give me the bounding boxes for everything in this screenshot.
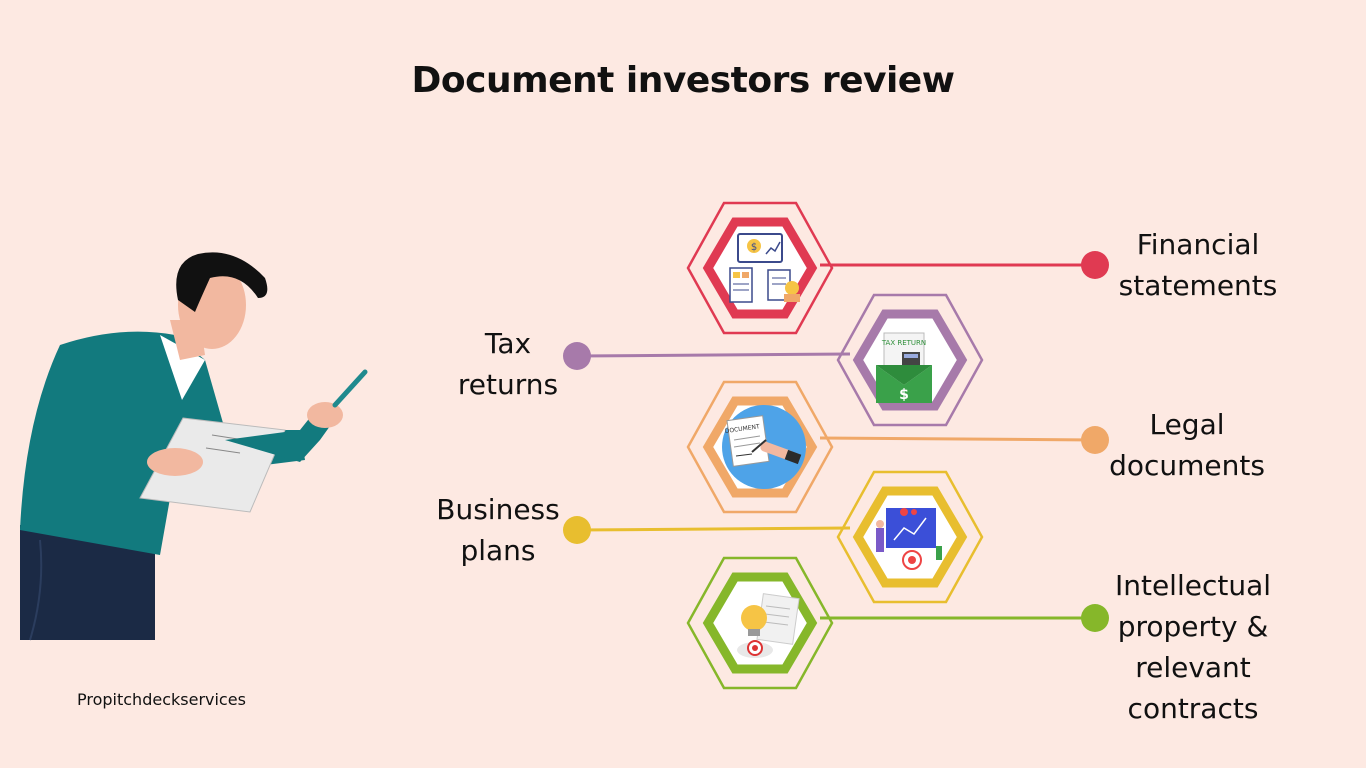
lightbulb-patent-icon [737,593,800,658]
hex-ip [686,556,834,690]
label-line: Legal [1149,408,1225,441]
tax-return-envelope-icon: TAX RETURN $ [876,332,932,403]
label-line: relevant [1135,651,1251,684]
label-line: returns [457,368,559,401]
label-intellectual-property: Intellectual property & relevant contrac… [1098,565,1288,729]
connector-ip [820,604,1109,632]
financial-chart-icon: $ [729,233,800,303]
dot-financial [1081,251,1109,279]
person-reading-illustration [20,252,368,641]
label-line: Business [436,493,560,526]
connector-business [563,516,851,544]
label-tax-returns: Tax returns [438,323,578,405]
label-line: documents [1109,449,1265,482]
hex-tax: TAX RETURN $ [836,293,984,427]
svg-text:TAX RETURN: TAX RETURN [881,339,926,347]
label-line: contracts [1127,692,1259,725]
label-line: statements [1118,269,1278,302]
dot-business [563,516,591,544]
connector-financial [820,251,1109,279]
label-line: property & [1117,610,1269,643]
label-line: Financial [1136,228,1260,261]
signing-document-icon: DOCUMENT [722,405,806,489]
connector-tax [563,342,851,370]
svg-text:DOCUMENT: DOCUMENT [724,423,760,435]
label-legal-documents: Legal documents [1092,404,1282,486]
svg-text:$: $ [751,242,757,253]
brand-name: Propitchdeckservices [77,690,246,709]
dot-legal [1081,426,1109,454]
label-line: Tax [484,327,532,360]
label-business-plans: Business plans [418,489,578,571]
dot-ip [1081,604,1109,632]
hex-financial: $ [686,201,834,335]
label-line: Intellectual [1114,569,1272,602]
label-line: plans [460,534,536,567]
page-title: Document investors review [411,60,955,101]
label-financial-statements: Financial statements [1098,224,1298,306]
connector-legal [819,426,1109,454]
hex-legal: DOCUMENT [686,380,834,514]
svg-text:$: $ [899,387,909,403]
business-plan-board-icon [876,508,942,570]
hex-business [836,470,984,604]
dot-tax [563,342,591,370]
